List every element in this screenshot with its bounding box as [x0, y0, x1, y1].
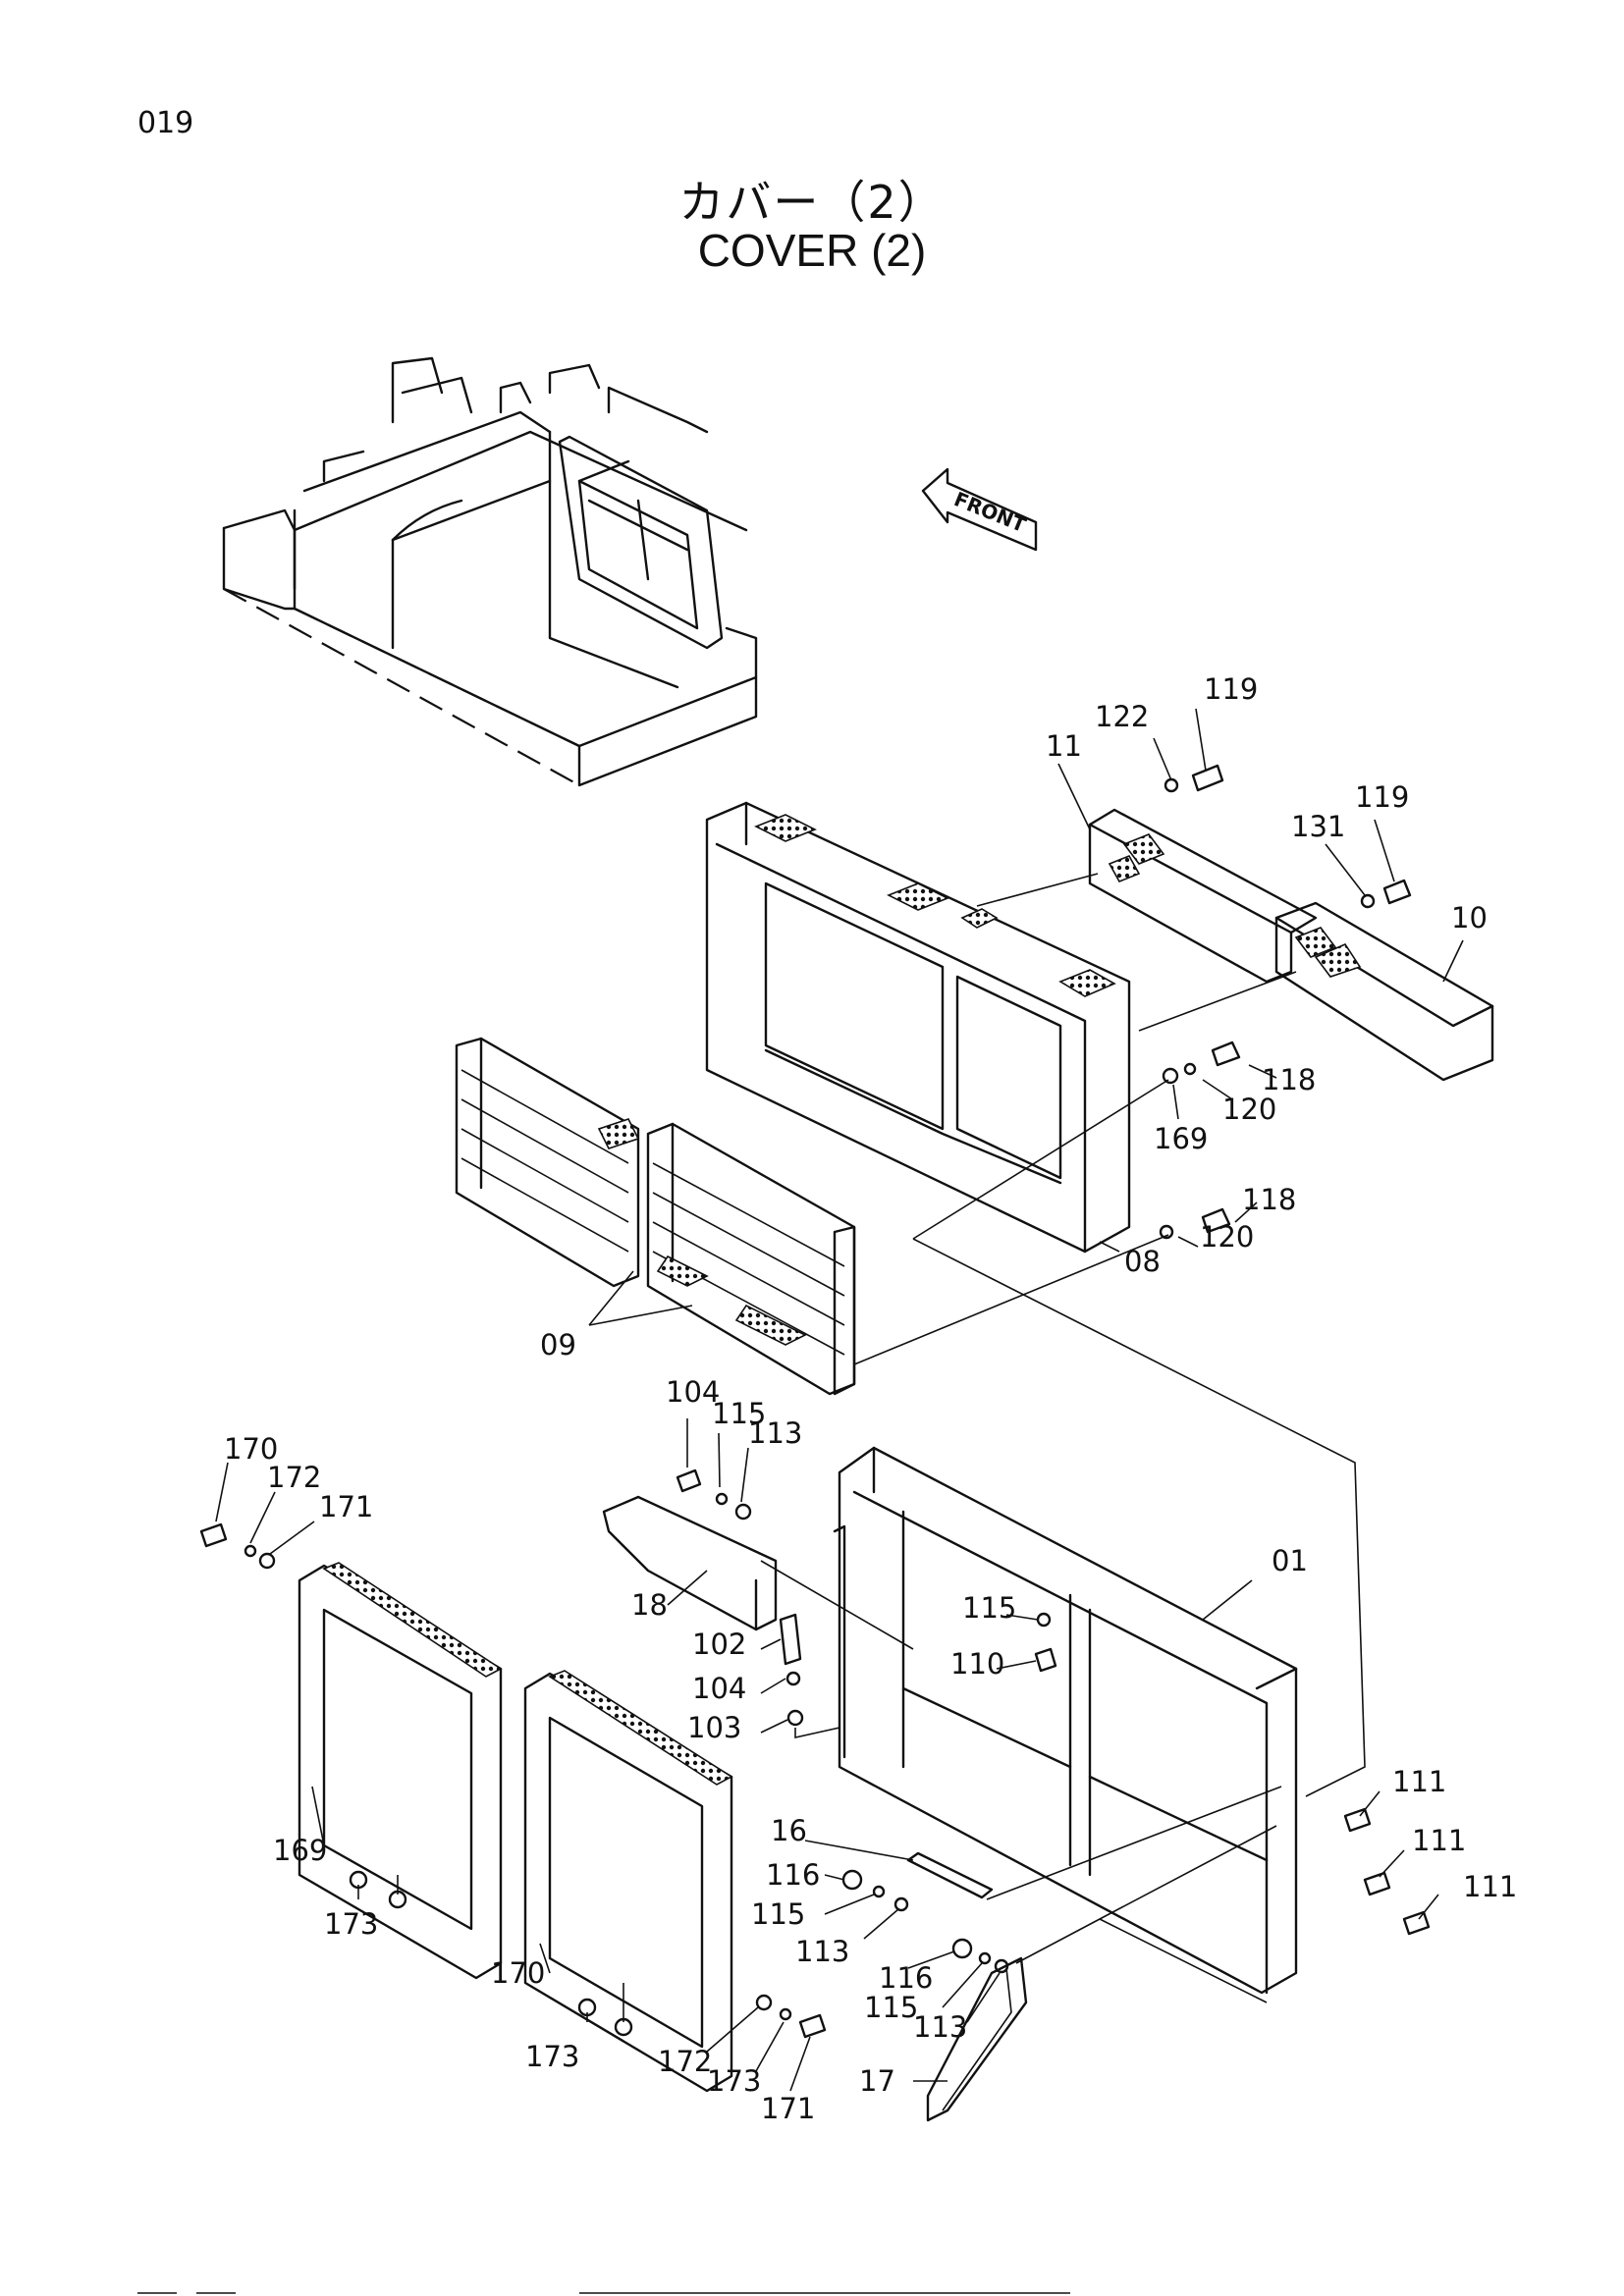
callout-171: 171: [319, 1490, 373, 1523]
callout-102: 102: [692, 1628, 746, 1661]
part-08-radiator-frame: [705, 801, 1131, 1254]
callout-09: 09: [540, 1328, 576, 1362]
callout-113: 113: [795, 1935, 849, 1968]
fasteners: [199, 764, 1431, 2039]
callout-115: 115: [712, 1397, 766, 1430]
callout-116: 116: [766, 1858, 820, 1892]
callout-122: 122: [1095, 700, 1149, 733]
callout-169: 170: [491, 1956, 545, 1990]
callout-112: 111: [1463, 1870, 1517, 1903]
callout-103: 103: [687, 1711, 741, 1744]
callout-131: 169: [1154, 1122, 1208, 1155]
callout-120: 120: [1200, 1220, 1254, 1254]
callout-111: 110: [950, 1647, 1004, 1681]
callout-118: 118: [1262, 1063, 1316, 1096]
callout-17: 17: [859, 2064, 895, 2098]
part-10-top-cover: [1274, 901, 1494, 1082]
callout-119: 119: [1204, 672, 1258, 706]
front-direction-arrow: FRONT: [921, 467, 1038, 552]
callout-111: 111: [1412, 1824, 1466, 1857]
machine-body-outline: [222, 356, 758, 787]
callout-173: 173: [525, 2040, 579, 2073]
part-09-screens: [455, 1037, 856, 1396]
part-18-bracket: [602, 1495, 778, 1631]
part-11-top-cover: [1088, 808, 1318, 984]
title-english: COVER (2): [697, 225, 927, 276]
callout-11: 11: [1046, 729, 1082, 763]
assembly-lines: [760, 873, 1366, 2003]
part-01-main-frame: [833, 1446, 1298, 1995]
callout-171: 172: [658, 2045, 712, 2078]
callout-122: 131: [1291, 810, 1345, 843]
callout-113: 113: [748, 1416, 802, 1450]
callout-172: 172: [267, 1461, 321, 1494]
callout-173: 173: [324, 1907, 378, 1941]
leader-lines: [215, 708, 1464, 2092]
callout-113: 113: [913, 2010, 967, 2044]
callout-120: 120: [1222, 1093, 1276, 1126]
page-number: 019: [137, 106, 194, 140]
part-169-panel-right: [523, 1670, 733, 2093]
callout-01: 01: [1272, 1544, 1308, 1577]
part-16-strip: [906, 1851, 994, 1899]
callout-119: 119: [1355, 780, 1409, 814]
callout-labels: 119 122 11 119 131 10 118 120 169 118 12…: [224, 672, 1517, 2125]
part-169-panel-left: [298, 1562, 503, 1980]
callout-172: 173: [707, 2064, 761, 2098]
callout-10: 10: [1451, 901, 1488, 934]
callout-118: 118: [1242, 1183, 1296, 1216]
callout-115: 115: [864, 1991, 918, 2024]
callout-170: 171: [761, 2092, 815, 2125]
title-japanese: カバー（2）: [678, 176, 946, 229]
callout-115: 115: [962, 1591, 1016, 1625]
callout-170: 170: [224, 1432, 278, 1466]
callout-110: 104: [666, 1375, 720, 1409]
callout-115: 115: [751, 1897, 805, 1931]
callout-18: 18: [631, 1588, 668, 1622]
callout-08: 08: [1124, 1245, 1161, 1278]
callout-169: 169: [273, 1834, 327, 1867]
part-17-stay: [926, 1956, 1028, 2122]
callout-104: 104: [692, 1672, 746, 1705]
callout-16: 16: [771, 1814, 807, 1847]
callout-116: 116: [879, 1961, 933, 1995]
callout-111: 111: [1392, 1765, 1446, 1798]
